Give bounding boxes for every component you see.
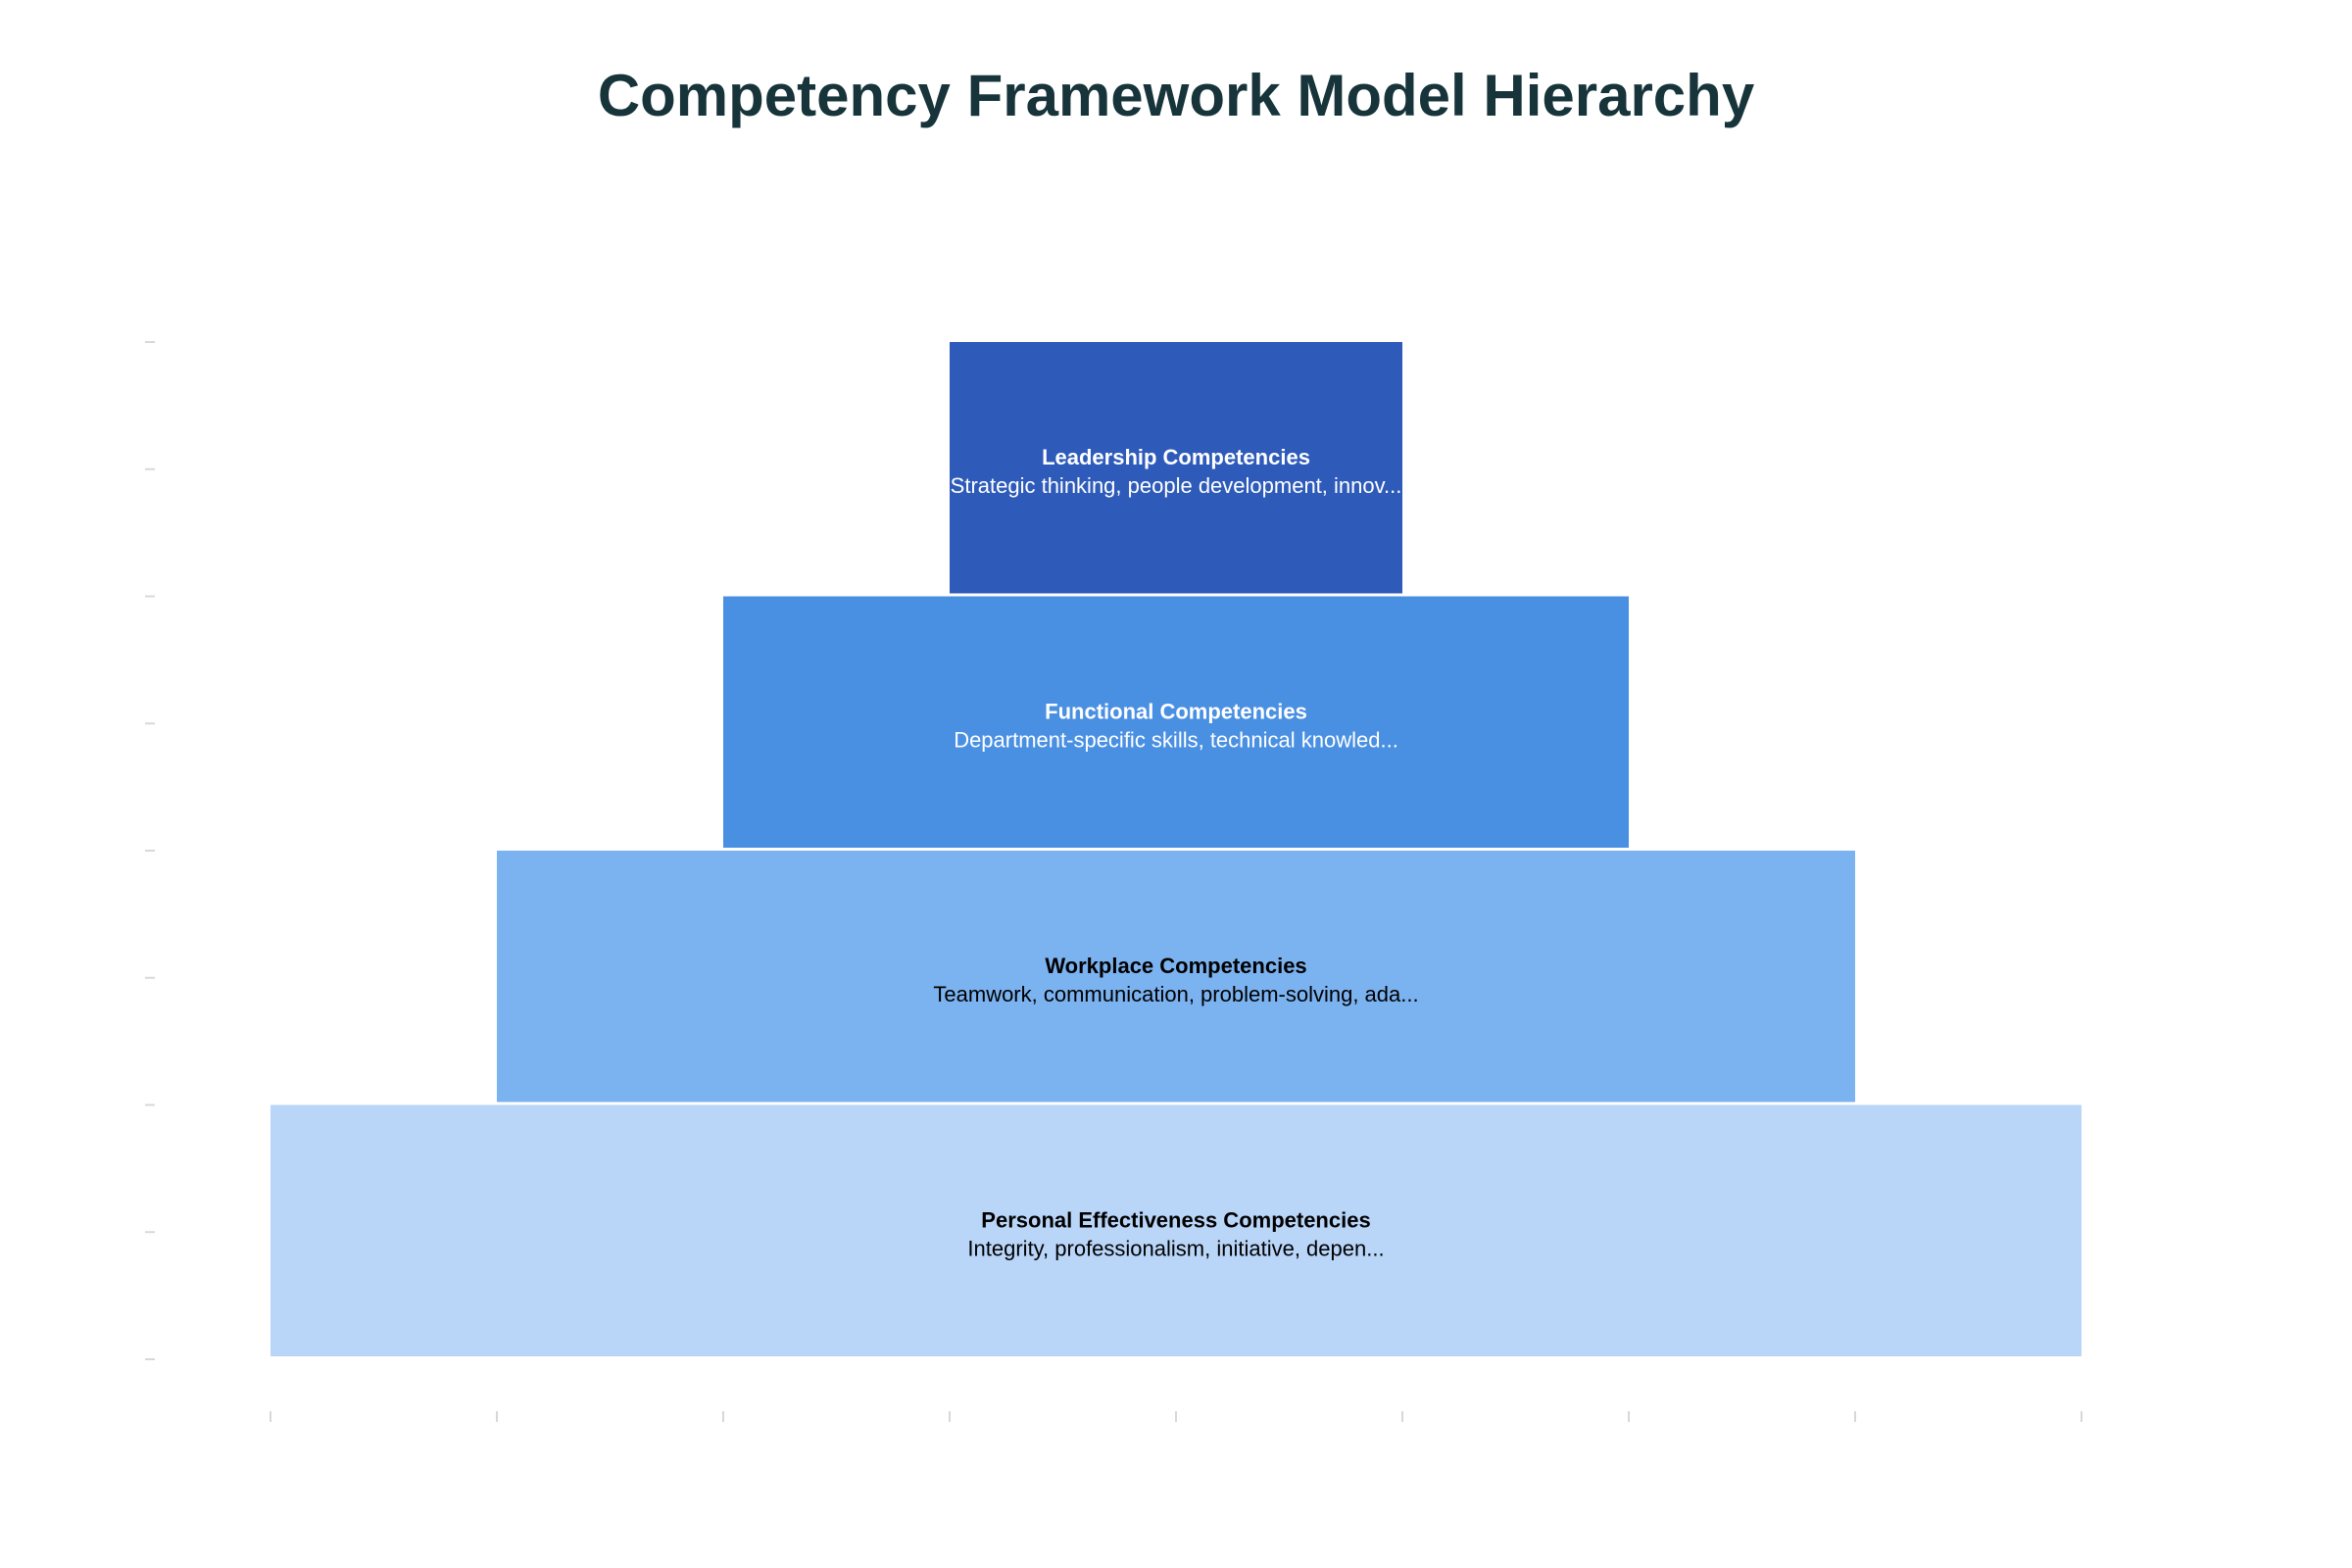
level-description: Teamwork, communication, problem-solving… [933,982,1418,1006]
pyramid-bar [950,342,1402,594]
pyramid-level: Personal Effectiveness CompetenciesInteg… [270,1104,2082,1356]
level-label: Workplace Competencies [1045,954,1306,978]
pyramid-level: Functional CompetenciesDepartment-specif… [723,596,1629,848]
level-label: Functional Competencies [1045,699,1307,723]
pyramid-bar [723,596,1629,848]
level-label: Leadership Competencies [1042,445,1310,469]
level-label: Personal Effectiveness Competencies [981,1207,1370,1232]
pyramid-bar [497,851,1855,1102]
level-description: Department-specific skills, technical kn… [954,727,1398,752]
level-description: Integrity, professionalism, initiative, … [967,1236,1384,1260]
pyramid-bar [270,1104,2082,1356]
chart-title: Competency Framework Model Hierarchy [598,63,1755,128]
level-description: Strategic thinking, people development, … [951,473,1402,498]
